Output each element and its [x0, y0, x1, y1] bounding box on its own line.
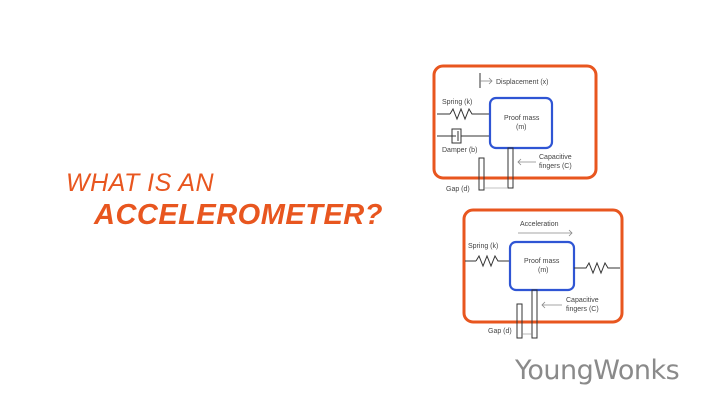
damper-label: Damper (b) — [442, 147, 477, 154]
fingers-label-1: Capacitive — [539, 154, 572, 161]
fingers-label-2: fingers (C) — [566, 306, 599, 313]
mass-label-1: Proof mass — [524, 258, 560, 265]
displacement-label: Displacement (x) — [496, 79, 549, 86]
mass-label-2: (m) — [516, 124, 527, 131]
spring-icon-right — [574, 261, 620, 275]
mass-label-1: Proof mass — [504, 115, 540, 122]
title-block: WHAT IS AN ACCELEROMETER? — [66, 168, 383, 232]
fingers-label-1: Capacitive — [566, 297, 599, 304]
mass-label-2: (m) — [538, 267, 549, 274]
proof-mass — [508, 240, 576, 292]
capacitive-finger-moving — [531, 289, 538, 339]
title-line-2: ACCELEROMETER? — [94, 199, 383, 231]
acceleration-label: Acceleration — [520, 221, 559, 228]
spring-label: Spring (k) — [468, 243, 498, 250]
spring-icon — [449, 107, 490, 121]
accelerometer-diagram-bottom: Acceleration Spring (k) Proof mass (m) C… — [462, 208, 624, 339]
gap-label: Gap (d) — [488, 328, 512, 335]
spring-label: Spring (k) — [442, 99, 472, 106]
accelerometer-diagram-top: Displacement (x) Spring (k) Damper (b) P… — [432, 64, 598, 193]
title-line-1: WHAT IS AN — [66, 169, 215, 197]
spring-icon — [475, 254, 510, 268]
fingers-label-2: fingers (C) — [539, 163, 572, 170]
proof-mass — [488, 96, 554, 150]
capacitive-finger-moving — [507, 147, 514, 189]
brand-logo: YoungWonks — [515, 355, 680, 386]
gap-label: Gap (d) — [446, 186, 470, 193]
capacitive-finger-fixed — [516, 303, 523, 339]
capacitive-finger-fixed — [478, 157, 485, 191]
